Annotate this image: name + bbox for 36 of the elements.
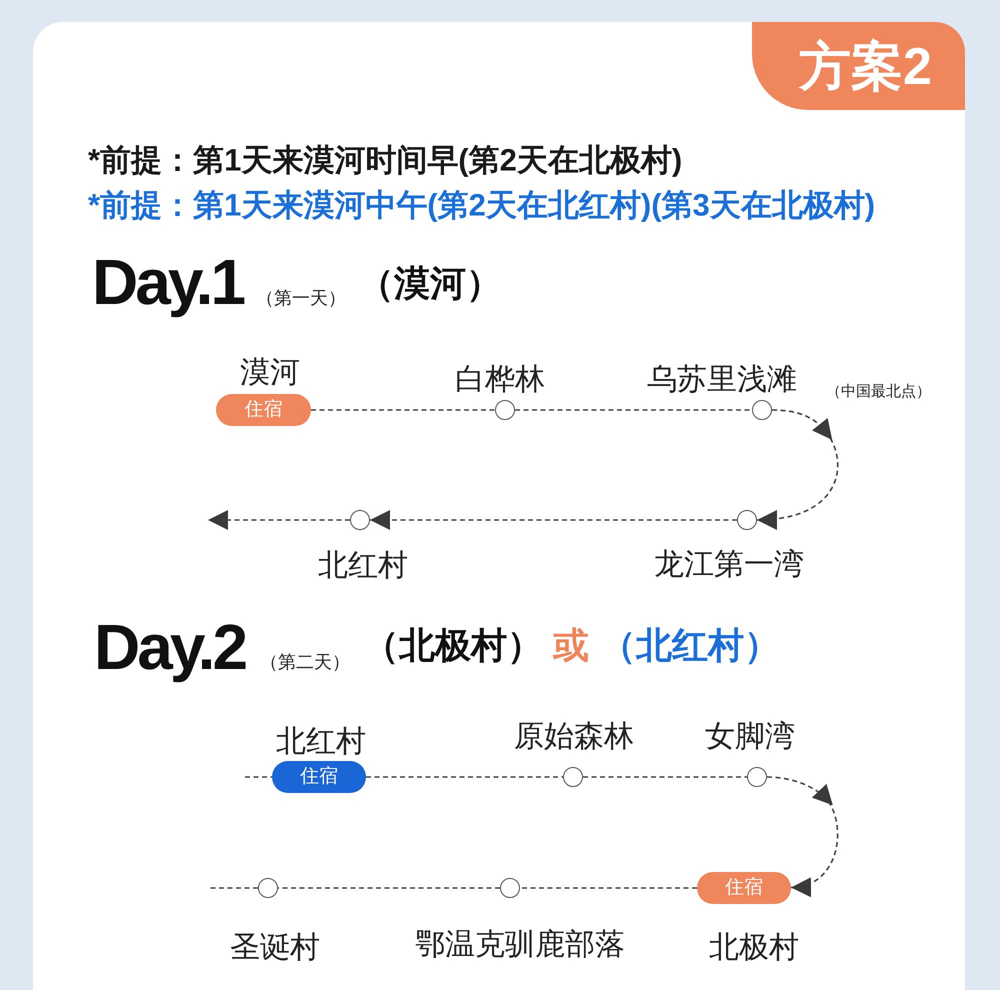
place-name: 乌苏里浅滩 [647,362,797,398]
stay-badge: 住宿 [697,872,791,904]
place-name: 龙江第一湾 [654,547,804,583]
dashed-line [583,776,747,778]
place-name: 北红村 [276,724,366,760]
destination-heading: （北红村） [600,623,780,667]
destination-heading: （北极村） [363,623,543,667]
place-name: 白桦林 [455,362,545,398]
day-subheading: （第一天） [256,288,346,310]
dashed-arrow [208,510,350,530]
dashed-line [520,887,697,889]
or-text: 或 [553,623,589,667]
place-note: （中国最北点） [826,383,931,401]
place-name: 鄂温克驯鹿部落 [415,927,625,963]
dashed-line [515,409,752,411]
premise-note: *前提：第1天来漠河中午(第2天在北红村)(第3天在北极村) [88,186,876,224]
day-subheading: （第二天） [260,652,350,674]
dashed-line [245,776,272,778]
dashed-line [311,409,495,411]
place-name: 原始森林 [514,719,634,755]
dashed-arrow [766,776,838,898]
dashed-line [366,776,563,778]
plan-tab: 方案2 [752,22,965,110]
place-name: 女脚湾 [705,719,795,755]
stay-badge: 住宿 [272,761,366,793]
place-name: 圣诞村 [230,930,320,966]
dashed-line [208,887,258,889]
dashed-arrow [370,510,737,530]
place-name: 北极村 [709,930,799,966]
dashed-line [278,887,500,889]
destination-heading: （漠河） [358,261,502,305]
place-name: 北红村 [318,548,408,584]
premise-note: *前提：第1天来漠河时间早(第2天在北极村) [88,141,682,179]
dashed-arrow [756,409,839,530]
place-name: 漠河 [240,355,300,391]
stay-badge: 住宿 [216,394,311,426]
